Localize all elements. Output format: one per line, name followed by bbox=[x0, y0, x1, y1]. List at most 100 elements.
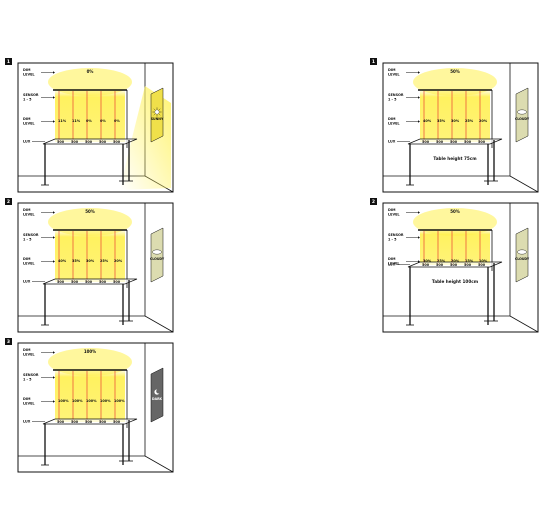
step-number: 1 bbox=[372, 59, 375, 65]
lux-value: 500 bbox=[436, 263, 444, 267]
step-badge bbox=[5, 338, 12, 345]
table-height-caption: Table height 75cm bbox=[433, 156, 477, 161]
lux-value: 500 bbox=[478, 140, 486, 144]
arrow-head bbox=[418, 260, 420, 263]
light-area bbox=[55, 229, 125, 282]
table-top bbox=[42, 138, 138, 145]
sensor-dim-value: 30% bbox=[86, 259, 95, 263]
sun-ray bbox=[153, 108, 156, 111]
weather-label: CLOUDY bbox=[150, 257, 165, 261]
weather-label: SUNNY bbox=[151, 117, 164, 121]
sensor-dim-value: 11% bbox=[72, 119, 81, 123]
dim-level-label: LEVEL bbox=[23, 261, 35, 265]
overall-dim-value: 50% bbox=[450, 69, 460, 74]
arrow-head bbox=[53, 351, 55, 354]
step-number: 3 bbox=[7, 339, 10, 345]
sensor-label: 1 - 5 bbox=[388, 237, 397, 241]
table-top bbox=[407, 261, 503, 268]
dim-level-label-top: LEVEL bbox=[23, 212, 35, 216]
dim-level-label: DIM bbox=[388, 257, 396, 261]
floor-line bbox=[509, 315, 539, 333]
sensor-label: 1 - 5 bbox=[23, 237, 32, 241]
arrow-head bbox=[53, 260, 55, 263]
dim-level-label: LEVEL bbox=[23, 121, 35, 125]
arrow-head bbox=[418, 96, 420, 99]
dim-level-label: LEVEL bbox=[388, 121, 400, 125]
sensor-label: SENSOR bbox=[23, 233, 39, 237]
lux-value: 500 bbox=[57, 280, 65, 284]
arrow-head bbox=[418, 120, 420, 123]
light-area bbox=[55, 369, 125, 422]
dim-level-label: DIM bbox=[23, 257, 31, 261]
floor-line bbox=[144, 455, 174, 473]
light-area bbox=[55, 89, 125, 142]
lux-value: 500 bbox=[85, 420, 93, 424]
sensor-dim-value: 100% bbox=[72, 399, 83, 403]
dim-level-label-top: LEVEL bbox=[388, 72, 400, 76]
lux-value: 500 bbox=[85, 280, 93, 284]
table-top bbox=[42, 418, 138, 425]
sensor-dim-value: 100% bbox=[100, 399, 111, 403]
step-number: 2 bbox=[7, 199, 10, 205]
table-top bbox=[42, 278, 138, 285]
floor-line bbox=[144, 315, 174, 333]
sensor-dim-value: 20% bbox=[479, 119, 488, 123]
sensor-dim-value: 35% bbox=[437, 119, 446, 123]
weather-label: DARK bbox=[152, 397, 163, 401]
sun-ray bbox=[158, 113, 161, 116]
floor-line bbox=[509, 175, 539, 193]
overall-dim-value: 100% bbox=[84, 349, 96, 354]
sensor-label: SENSOR bbox=[388, 93, 404, 97]
lux-value: 500 bbox=[478, 263, 486, 267]
cloud-icon bbox=[152, 249, 162, 255]
lux-value: 500 bbox=[71, 140, 79, 144]
window bbox=[150, 367, 164, 423]
dim-level-label: DIM bbox=[23, 397, 31, 401]
sensor-label: SENSOR bbox=[23, 373, 39, 377]
dim-level-label-top: LEVEL bbox=[23, 352, 35, 356]
arrow-head bbox=[53, 236, 55, 239]
lux-label: LUX bbox=[23, 140, 31, 144]
lux-value: 500 bbox=[113, 280, 121, 284]
dim-level-label-top: DIM bbox=[23, 208, 31, 212]
lux-value: 500 bbox=[464, 140, 472, 144]
step-badge bbox=[5, 198, 12, 205]
light-area bbox=[420, 229, 490, 265]
dim-level-label: DIM bbox=[388, 117, 396, 121]
sensor-dim-value: 20% bbox=[451, 259, 460, 263]
arrow-head bbox=[53, 96, 55, 99]
sensor-label: 1 - 5 bbox=[388, 97, 397, 101]
dim-level-label-top: LEVEL bbox=[388, 212, 400, 216]
cloud-icon bbox=[517, 249, 527, 255]
lux-value: 500 bbox=[422, 140, 430, 144]
light-area bbox=[420, 89, 490, 142]
sensor-dim-value: 40% bbox=[58, 259, 67, 263]
overall-dim-value: 0% bbox=[87, 69, 94, 74]
sensor-dim-value: 11% bbox=[58, 119, 67, 123]
lux-value: 500 bbox=[422, 263, 430, 267]
sensor-dim-value: 100% bbox=[58, 399, 69, 403]
lux-value: 500 bbox=[71, 420, 79, 424]
lux-label: LUX bbox=[23, 420, 31, 424]
lux-value: 500 bbox=[57, 420, 65, 424]
lux-label: LUX bbox=[23, 280, 31, 284]
sensor-dim-value: 0% bbox=[100, 119, 106, 123]
step-number: 1 bbox=[7, 59, 10, 65]
sensor-dim-value: 0% bbox=[86, 119, 92, 123]
sensor-label: 1 - 5 bbox=[23, 97, 32, 101]
sun-ray bbox=[153, 113, 156, 116]
sensor-dim-value: 30% bbox=[451, 119, 460, 123]
sensor-dim-value: 25% bbox=[100, 259, 109, 263]
dim-level-label-top: DIM bbox=[388, 68, 396, 72]
overall-dim-value: 50% bbox=[450, 209, 460, 214]
dim-level-label-top: DIM bbox=[23, 68, 31, 72]
dim-level-label-top: DIM bbox=[388, 208, 396, 212]
dim-level-label: LEVEL bbox=[388, 261, 400, 265]
sun-ray bbox=[158, 108, 161, 111]
lux-value: 500 bbox=[85, 140, 93, 144]
lux-value: 500 bbox=[99, 280, 107, 284]
